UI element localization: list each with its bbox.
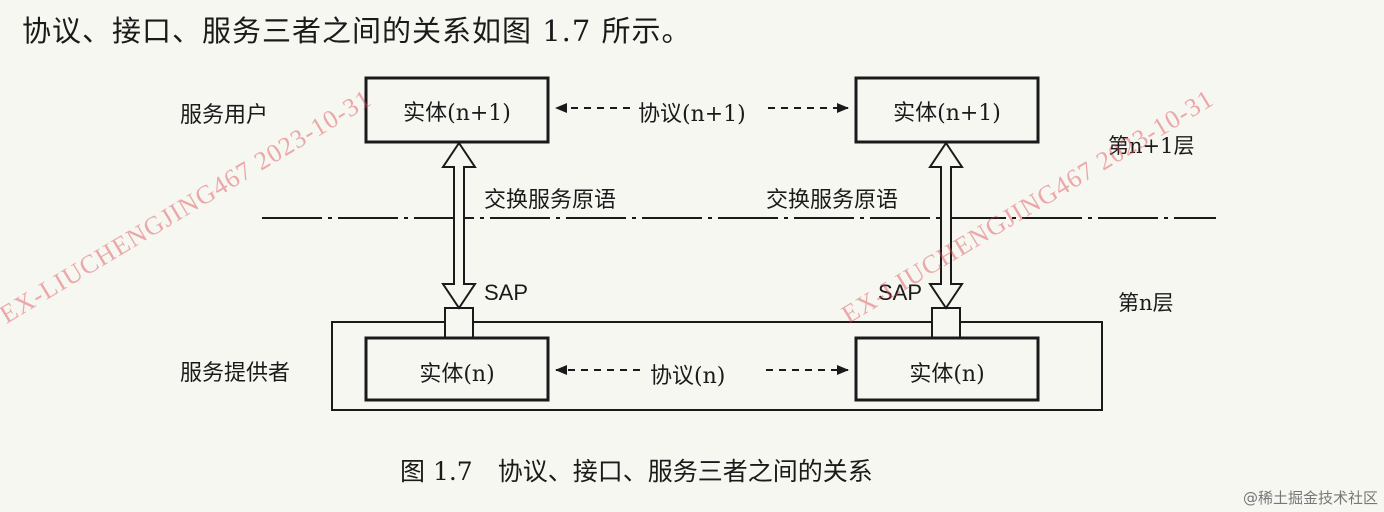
primitive-right-label: 交换服务原语 [766,188,899,213]
intro-text: 协议、接口、服务三者之间的关系如图 1.7 所示。 [22,14,692,48]
entity-n1-right-text: 实体(n+1) [893,101,1001,126]
primitive-left-label: 交换服务原语 [484,188,617,213]
site-credit: @稀土掘金技术社区 [1242,489,1378,507]
protocol-n-label: 协议(n) [650,364,726,389]
sap-right-box [931,307,961,339]
entity-n-left-box [364,336,550,402]
sap-left-label: SAP [484,280,529,305]
entity-n-left-text: 实体(n) [419,362,495,387]
primitive-double-arrow-left [441,141,477,310]
sap-right-label: SAP [878,280,923,305]
entity-n1-right-box [854,76,1040,144]
service-provider-frame [331,321,1103,411]
primitive-double-arrow-right [928,141,964,310]
sap-left-box [444,307,474,339]
service-provider-label: 服务提供者 [180,361,291,386]
service-user-label: 服务用户 [180,103,269,128]
layer-n1-label: 第n+1层 [1108,134,1195,158]
entity-n1-left-text: 实体(n+1) [403,101,511,126]
entity-n-right-box [854,336,1040,402]
figure-caption: 图 1.7 协议、接口、服务三者之间的关系 [400,457,873,486]
layer-n-label: 第n层 [1118,291,1174,315]
protocol-n1-label: 协议(n+1) [638,102,746,127]
entity-n1-left-box [364,76,550,144]
entity-n-right-text: 实体(n) [909,362,985,387]
